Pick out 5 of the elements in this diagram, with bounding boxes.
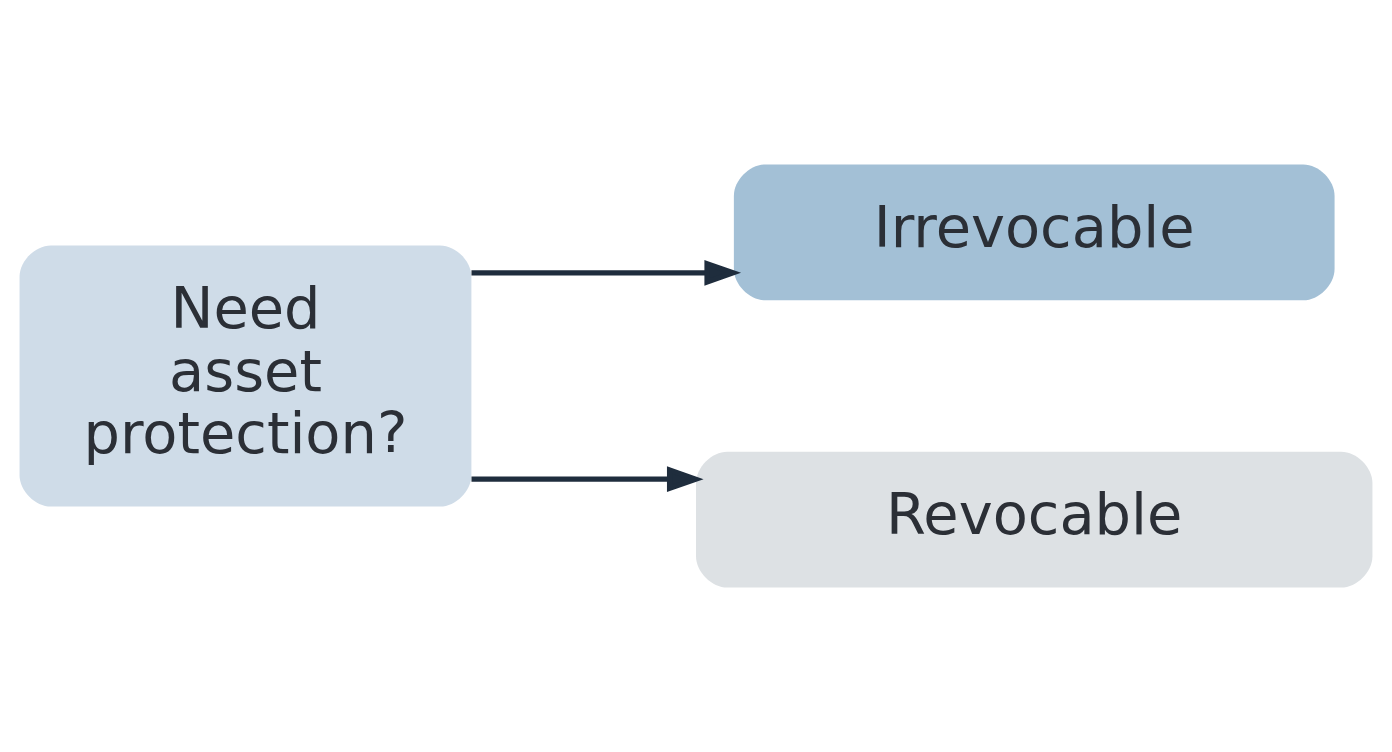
node-box: Revocable — [696, 451, 1373, 588]
node-box: Irrevocable — [733, 164, 1335, 301]
node-box: Need asset protection? — [19, 245, 472, 507]
arrow — [471, 466, 704, 492]
arrow — [471, 260, 742, 286]
